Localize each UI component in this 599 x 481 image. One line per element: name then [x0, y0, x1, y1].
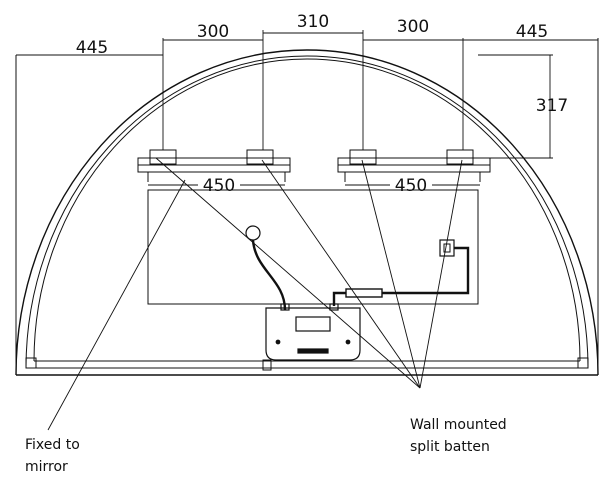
- bracket-2: [246, 149, 274, 165]
- dim-label-spacing-3: 300: [397, 17, 429, 37]
- batten-right-bottom: [337, 164, 491, 173]
- leader-batten-1: [155, 157, 421, 389]
- corner-clip-right: [577, 357, 589, 369]
- leader-fixed-to-mirror: [47, 179, 186, 431]
- leader-lines: [47, 157, 463, 431]
- bracket-4: [446, 149, 474, 165]
- corner-clip-left: [25, 357, 37, 369]
- driver-housing: [265, 307, 361, 361]
- split-batten-left: [137, 149, 291, 182]
- mirror-inner-arc: [25, 55, 589, 369]
- mirror-rim-arc: [33, 58, 581, 362]
- dim-label-right-offset: 445: [516, 22, 548, 42]
- driver-terminal-strip: [297, 348, 329, 354]
- connector-cable: [332, 291, 346, 306]
- dim-label-batten-right: 450: [395, 176, 427, 196]
- callout-fixed-line-1: Fixed to: [25, 437, 80, 453]
- driver-port-left: [280, 303, 290, 311]
- leader-batten-3: [361, 159, 421, 389]
- back-panel: [147, 189, 479, 305]
- callout-wall-line-2: split batten: [410, 439, 490, 455]
- dim-label-left-offset: 445: [76, 38, 108, 58]
- split-batten-right: [337, 149, 491, 182]
- dim-label-spacing-1: 300: [197, 22, 229, 42]
- leader-batten-4: [419, 159, 463, 389]
- switch-inner: [443, 243, 451, 253]
- batten-left-bottom: [137, 164, 291, 173]
- driver-label-panel: [295, 316, 331, 332]
- dim-label-batten-left: 450: [203, 176, 235, 196]
- cable-connector: [345, 288, 383, 298]
- bottom-center-clip: [262, 359, 272, 371]
- mirror-outer-arc: [15, 49, 599, 376]
- leader-batten-2: [261, 159, 421, 389]
- driver-port-right: [329, 303, 339, 311]
- switch-cable: [382, 246, 470, 295]
- driver-screw-right: [345, 339, 351, 345]
- driver-box: [265, 303, 361, 361]
- callout-fixed-line-2: mirror: [25, 459, 68, 475]
- bracket-3: [349, 149, 377, 165]
- bracket-1: [149, 149, 177, 165]
- dimension-lines: [16, 30, 598, 186]
- sensor-cable: [251, 239, 287, 311]
- mirror-outline: [15, 38, 599, 376]
- wiring: [245, 225, 470, 311]
- dim-label-spacing-2: 310: [297, 12, 329, 32]
- callout-wall-line-1: Wall mounted: [410, 417, 507, 433]
- dim-label-height: 317: [536, 96, 568, 116]
- driver-screw-left: [275, 339, 281, 345]
